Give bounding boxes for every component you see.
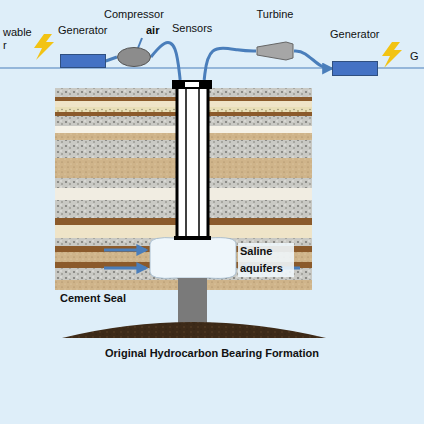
generator-box: Generator bbox=[58, 24, 108, 68]
grid-label: G bbox=[410, 50, 419, 63]
node-label: Generator bbox=[330, 28, 380, 41]
formation-title: Original Hydrocarbon Bearing Formation bbox=[0, 347, 424, 360]
node-label: Sensors bbox=[172, 22, 212, 35]
node-shape bbox=[117, 47, 151, 67]
pipe-connector bbox=[106, 57, 117, 61]
node-shape bbox=[172, 80, 212, 89]
lightning-bolt bbox=[34, 34, 54, 60]
power-source-label: wable r bbox=[3, 26, 35, 52]
seal-label: Cement Seal bbox=[60, 292, 126, 305]
node-label: Generator bbox=[58, 24, 108, 37]
strata bbox=[55, 88, 312, 290]
aquifer-label: Saline aquifers bbox=[238, 243, 294, 277]
generator-box: Generator bbox=[330, 28, 380, 76]
well-casing bbox=[174, 88, 211, 240]
pipe-connector bbox=[204, 48, 256, 80]
node-shape bbox=[60, 54, 106, 68]
node-label: Compressor bbox=[104, 8, 164, 21]
cement-seal bbox=[178, 278, 207, 325]
node-label: Turbine bbox=[257, 8, 294, 21]
hydrocarbon-formation bbox=[62, 322, 326, 338]
wellhead-sensors: Sensors bbox=[172, 22, 212, 89]
air-intake bbox=[138, 38, 142, 48]
pipe-connector bbox=[294, 51, 332, 69]
node-shape bbox=[256, 41, 294, 61]
compressor-unit: Compressor bbox=[104, 8, 164, 67]
node-shape bbox=[332, 61, 378, 76]
air-label: air bbox=[146, 24, 159, 37]
storage-cavern bbox=[150, 238, 236, 279]
pipe-connector bbox=[151, 43, 180, 80]
turbine-unit: Turbine bbox=[256, 8, 294, 61]
lightning-bolt bbox=[382, 42, 402, 68]
